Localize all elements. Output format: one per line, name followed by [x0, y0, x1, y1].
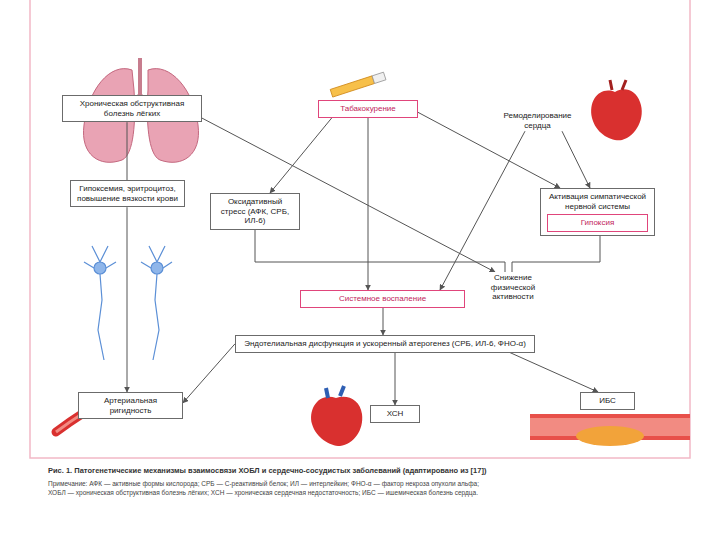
outcome-box: Артериальная ригидность [78, 392, 183, 419]
key-process-box: Системное воспаление [300, 290, 465, 308]
connector-arrow [562, 131, 590, 188]
node-text: ИБС [585, 396, 630, 406]
plaque-artery-illustration [530, 414, 690, 446]
cause-box: Табакокурение [318, 100, 418, 118]
node-text: Активация симпатической нервной системы [545, 192, 650, 211]
connector-arrow [183, 344, 235, 403]
node-text: Хроническая обструктивная болезнь лёгких [67, 99, 197, 118]
note-text: Примечание: АФК — активные формы кислоро… [48, 480, 688, 488]
connector-arrow [383, 308, 384, 335]
process-box: Оксидативный стресс (АФК, СРБ, ИЛ-6) [210, 193, 300, 230]
node-text: Снижение физической активности [480, 273, 546, 302]
connector-arrow [127, 207, 128, 392]
outcome-box: ХСН [370, 405, 420, 423]
process-box: Гипоксемия, эритроцитоз, повышение вязко… [70, 180, 185, 207]
outcome-box: ИБС [580, 392, 635, 410]
node-text: Эндотелиальная дисфункция и ускоренный а… [240, 339, 530, 349]
process-box: Эндотелиальная дисфункция и ускоренный а… [235, 335, 535, 353]
note-text-node: Снижение физической активности [478, 272, 548, 303]
connector-arrow [127, 122, 128, 180]
node-text: Табакокурение [323, 104, 413, 114]
frame [30, 0, 690, 458]
node-text: Оксидативный стресс (АФК, СРБ, ИЛ-6) [215, 197, 295, 226]
node-text: ХСН [375, 409, 415, 419]
connector-arrow [512, 236, 600, 272]
note-text-node: Ремоделирование сердца [495, 110, 580, 131]
heart-illustration [591, 80, 642, 140]
connector-arrow [368, 118, 369, 290]
process-box: Активация симпатической нервной системыГ… [540, 188, 655, 236]
inner-box: Гипоксия [547, 214, 648, 232]
figure-caption: Рис. 1. Патогенетические механизмы взаим… [48, 466, 688, 475]
node-text: Системное воспаление [305, 294, 460, 304]
connector-arrow [202, 118, 495, 272]
cigarette-illustration [330, 72, 386, 97]
node-text: Ремоделирование сердца [497, 111, 578, 130]
connector-arrow [510, 353, 598, 392]
heart-illustration [311, 386, 362, 446]
neuron-illustration [84, 246, 172, 360]
connector-arrow [255, 230, 505, 272]
connector-arrow [395, 353, 396, 405]
note-text: ХОБЛ — хроническая обструктивная болезнь… [48, 489, 688, 497]
node-text: Гипоксемия, эритроцитоз, повышение вязко… [75, 184, 180, 203]
disease-box: Хроническая обструктивная болезнь лёгких [62, 95, 202, 122]
node-text: Гипоксия [552, 218, 643, 228]
node-text: Артериальная ригидность [83, 396, 178, 415]
